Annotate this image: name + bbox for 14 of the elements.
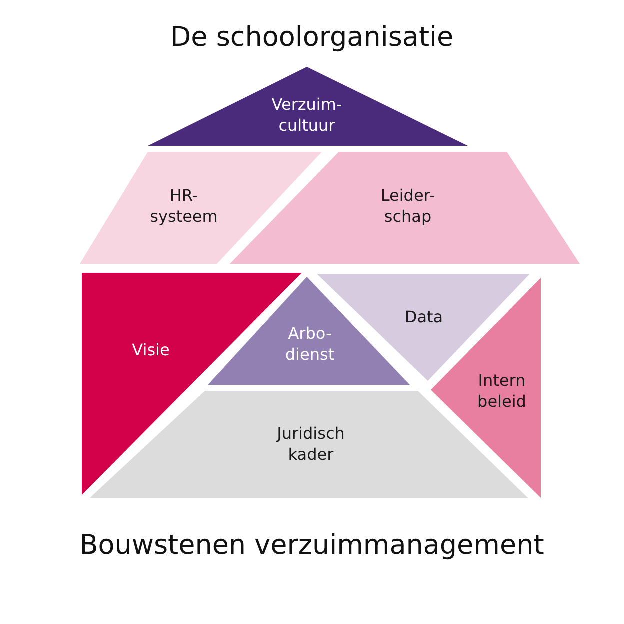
tile-label: Leider- schap xyxy=(380,186,436,228)
tile-label: HR- systeem xyxy=(150,186,218,228)
diagram-title: De schoolorganisatie xyxy=(170,21,454,55)
trapezoid-tile xyxy=(90,391,528,498)
parallelogram-tile xyxy=(80,152,322,264)
tile-label: Arbo- dienst xyxy=(285,324,335,366)
tile-label: Juridisch kader xyxy=(277,424,345,466)
diagram-caption: Bouwstenen verzuimmanagement xyxy=(80,529,544,563)
trapezoid-tile xyxy=(230,152,580,264)
tile-label: Data xyxy=(404,308,444,328)
tile-label: Intern beleid xyxy=(478,371,526,413)
tile-label: Verzuim- cultuur xyxy=(272,95,342,137)
roof-triangle xyxy=(148,67,468,146)
tile-label: Visie xyxy=(132,340,170,362)
